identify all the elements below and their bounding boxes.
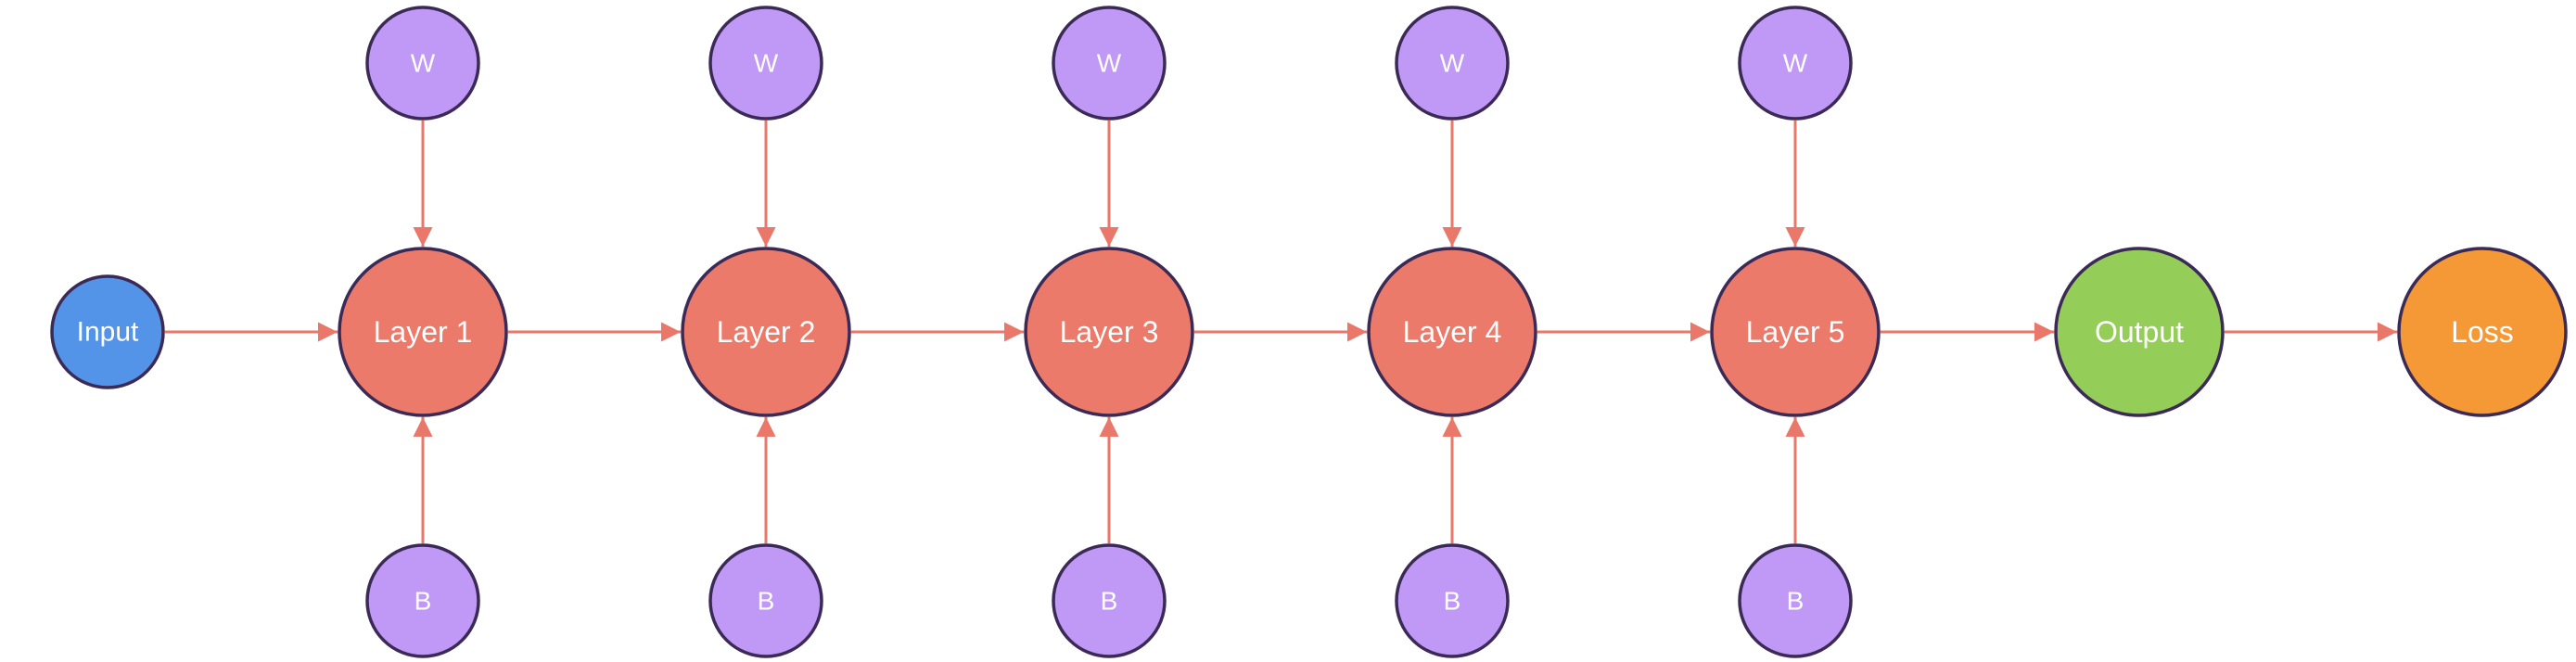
loss-circle	[2397, 247, 2568, 417]
layer-4-node: Layer 4	[1367, 247, 1537, 417]
bias-3-node: B	[1052, 543, 1167, 658]
nodes-group: Input Layer 1 Layer 2 Layer 3 Layer 4 Layer 5…	[50, 6, 2568, 658]
loss-label: Loss	[2451, 315, 2514, 349]
bias-2-label: B	[758, 587, 775, 616]
layer-1-node: Layer 1	[338, 247, 508, 417]
bias-2-circle	[708, 543, 823, 658]
bias-5-node: B	[1738, 543, 1853, 658]
weight-3-node: W	[1052, 6, 1167, 121]
layer-2-circle	[681, 247, 851, 417]
bias-5-label: B	[1787, 587, 1804, 616]
weight-2-circle	[708, 6, 823, 121]
loss-node: Loss	[2397, 247, 2568, 417]
input-circle	[50, 274, 165, 389]
weight-5-circle	[1738, 6, 1853, 121]
bias-3-label: B	[1101, 587, 1118, 616]
layer-2-label: Layer 2	[717, 315, 816, 349]
weight-4-node: W	[1395, 6, 1510, 121]
layer-1-label: Layer 1	[374, 315, 473, 349]
weight-4-label: W	[1440, 49, 1465, 78]
bias-2-node: B	[708, 543, 823, 658]
bias-3-circle	[1052, 543, 1167, 658]
weight-1-node: W	[365, 6, 480, 121]
weight-4-circle	[1395, 6, 1510, 121]
output-circle	[2054, 247, 2225, 417]
bias-4-node: B	[1395, 543, 1510, 658]
layer-5-label: Layer 5	[1746, 315, 1845, 349]
layer-3-circle	[1024, 247, 1194, 417]
weight-3-label: W	[1097, 49, 1122, 78]
layer-3-label: Layer 3	[1060, 315, 1159, 349]
bias-1-label: B	[414, 587, 432, 616]
layer-3-node: Layer 3	[1024, 247, 1194, 417]
input-node: Input	[50, 274, 165, 389]
bias-1-node: B	[365, 543, 480, 658]
layer-5-node: Layer 5	[1710, 247, 1881, 417]
weight-2-node: W	[708, 6, 823, 121]
bias-4-circle	[1395, 543, 1510, 658]
layer-4-circle	[1367, 247, 1537, 417]
input-label: Input	[77, 317, 139, 348]
output-node: Output	[2054, 247, 2225, 417]
edges-group	[165, 121, 2397, 543]
weight-3-circle	[1052, 6, 1167, 121]
output-label: Output	[2095, 315, 2184, 349]
weight-1-label: W	[411, 49, 436, 78]
bias-5-circle	[1738, 543, 1853, 658]
layer-2-node: Layer 2	[681, 247, 851, 417]
weight-5-node: W	[1738, 6, 1853, 121]
layer-5-circle	[1710, 247, 1881, 417]
weight-2-label: W	[754, 49, 779, 78]
layer-4-label: Layer 4	[1403, 315, 1502, 349]
weight-5-label: W	[1783, 49, 1808, 78]
bias-4-label: B	[1444, 587, 1461, 616]
layer-1-circle	[338, 247, 508, 417]
weight-1-circle	[365, 6, 480, 121]
bias-1-circle	[365, 543, 480, 658]
